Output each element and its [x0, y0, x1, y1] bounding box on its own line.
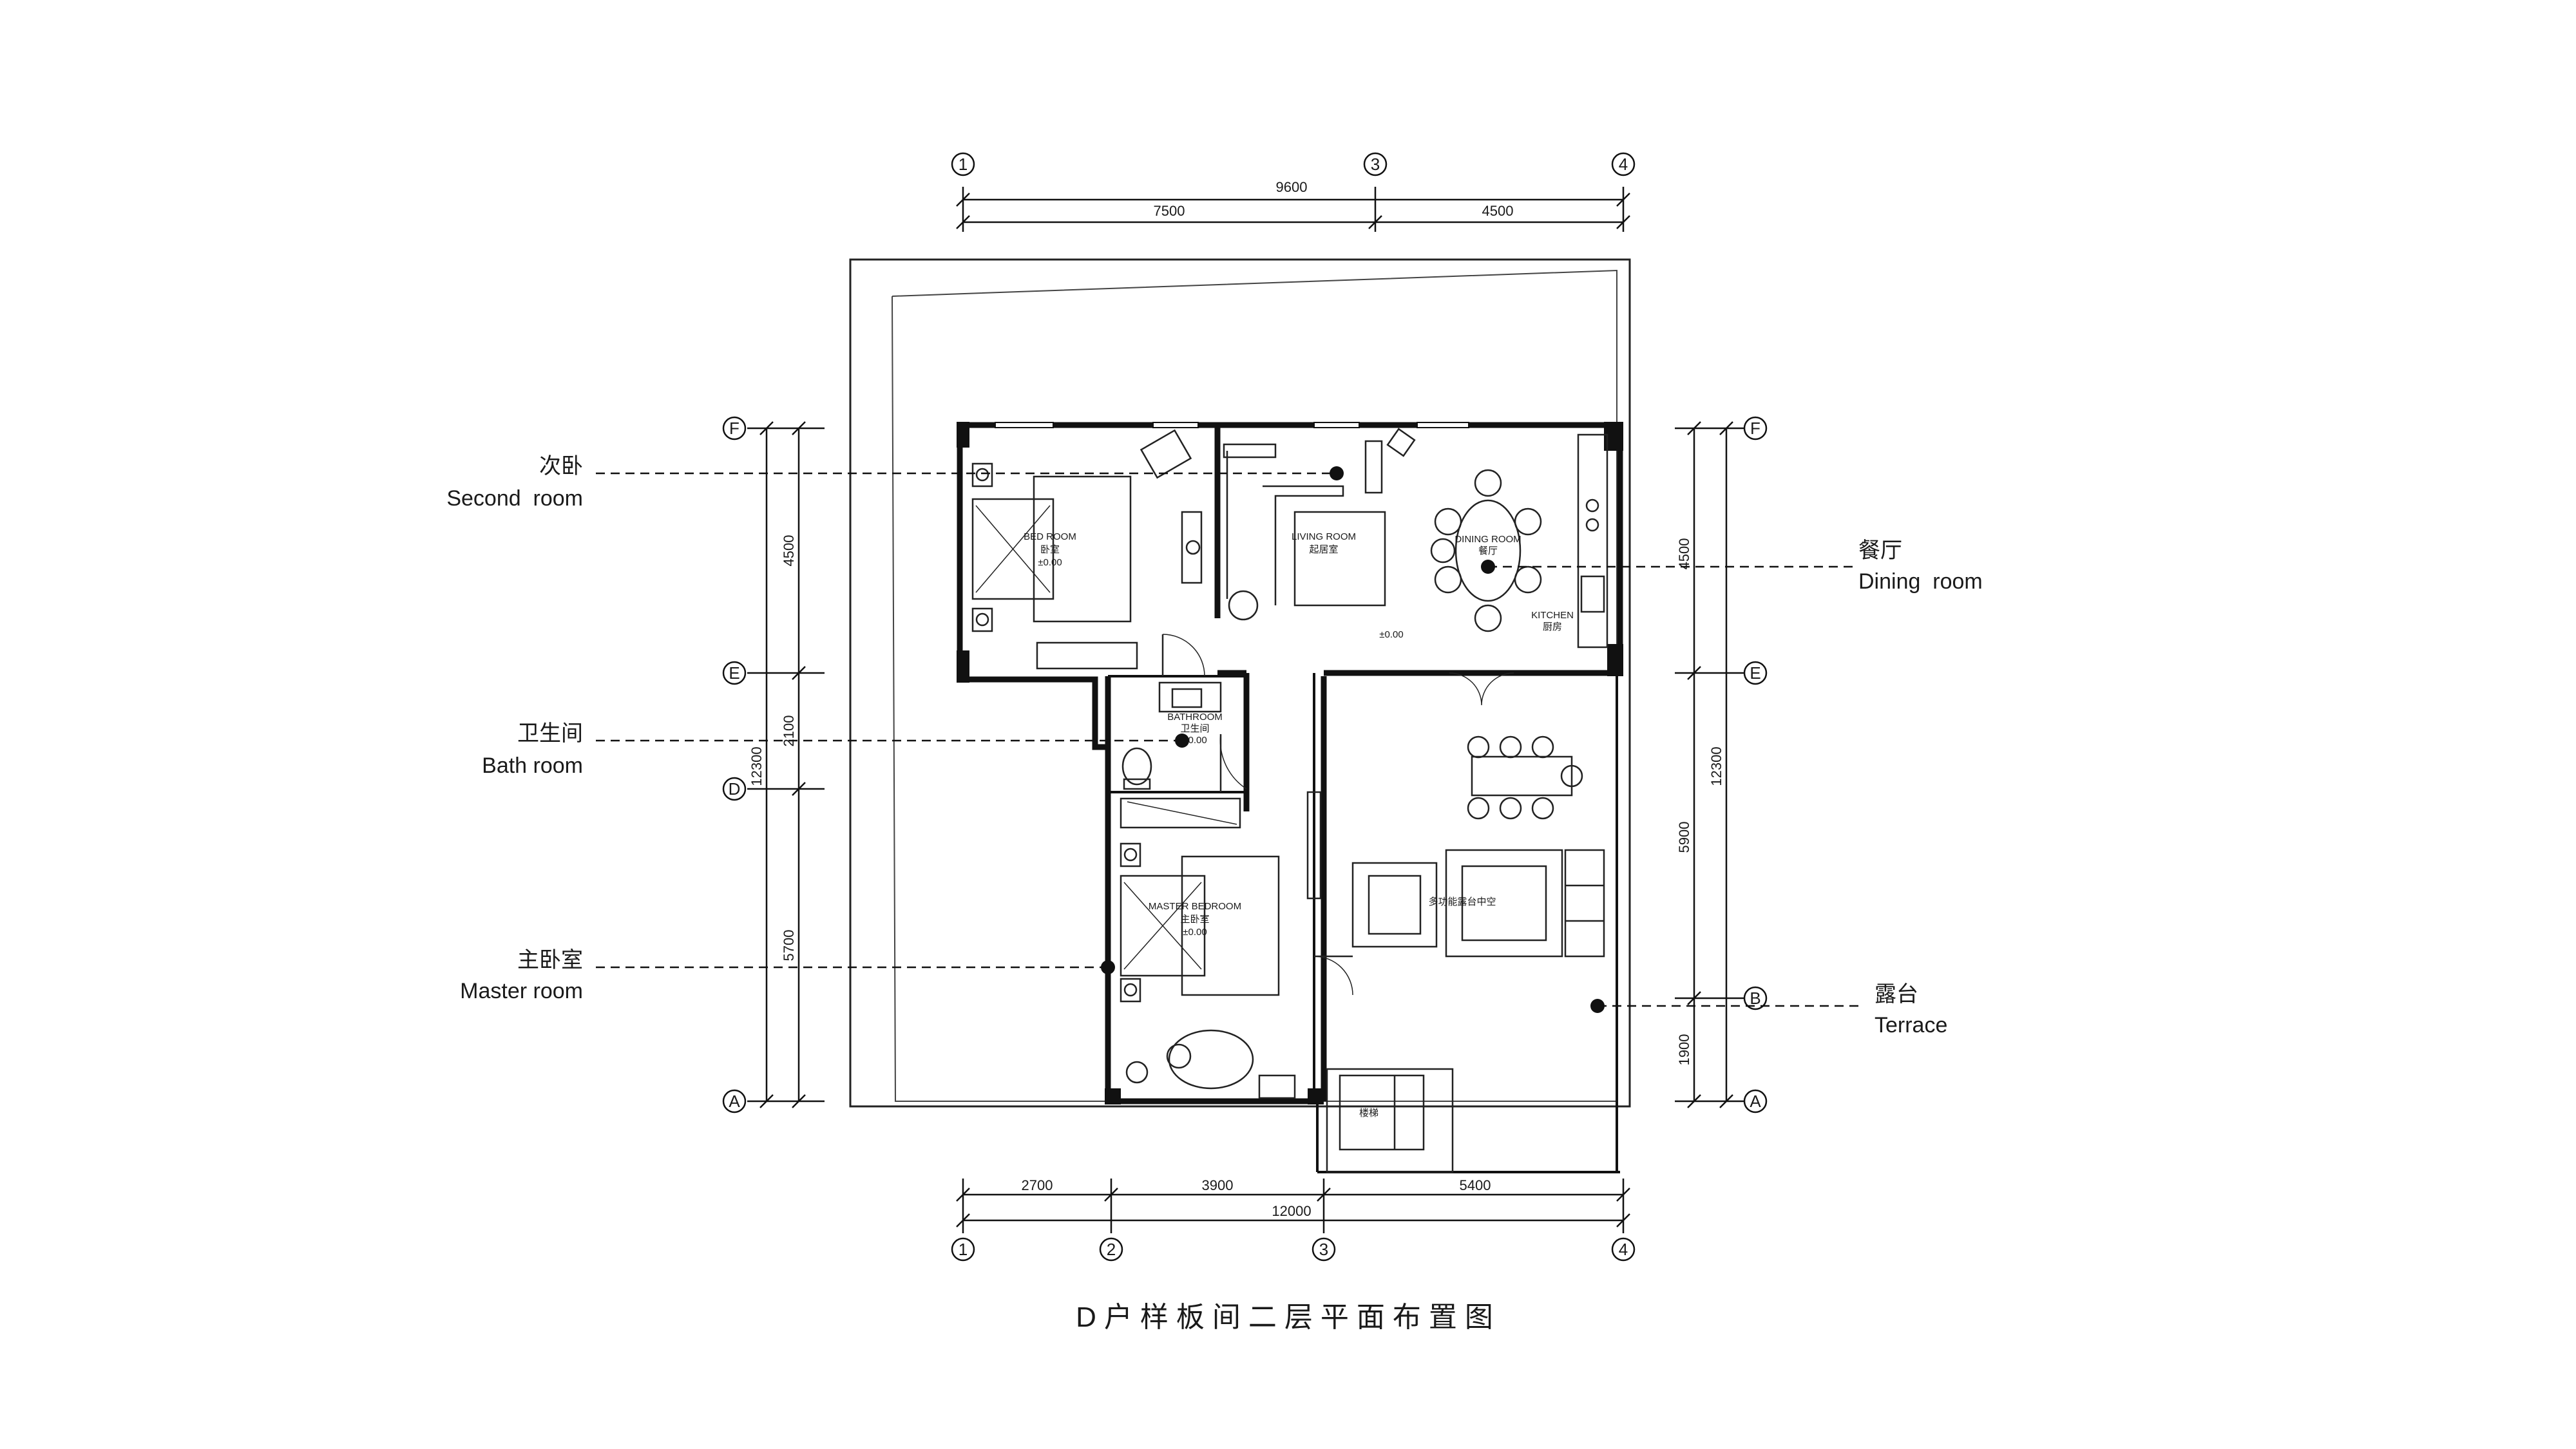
- svg-text:D: D: [729, 779, 741, 799]
- callout-bath-room-cn: 卫生间: [517, 721, 583, 746]
- living-room-furniture: [1223, 428, 1416, 621]
- callout-master-room-en: Master room: [460, 979, 583, 1003]
- left-dimension-chain: [747, 421, 825, 1108]
- dim-right-seg-bottom: 1900: [1676, 1034, 1692, 1066]
- svg-text:F: F: [729, 419, 739, 438]
- axis-bubble-right-A: A: [1743, 1089, 1768, 1113]
- dim-bottom-seg2: 3900: [1202, 1177, 1234, 1193]
- callout-dining-room-en: Dining room: [1858, 569, 1983, 594]
- master-label-cn: 主卧室: [1180, 914, 1209, 925]
- bathroom-level: ±0.00: [1183, 735, 1207, 746]
- living-level: ±0.00: [1379, 629, 1403, 640]
- axis-bubble-top-4: 4: [1611, 152, 1636, 176]
- svg-text:F: F: [1750, 419, 1760, 438]
- dim-left-total: 12300: [749, 746, 765, 786]
- axis-bubble-left-E: E: [722, 661, 747, 685]
- callout-dining-room-cn: 餐厅: [1858, 538, 1902, 563]
- bottom-dimension-chain: [956, 1179, 1630, 1233]
- dim-bottom-seg3: 5400: [1460, 1177, 1491, 1193]
- kitchen-label-en: KITCHEN: [1531, 610, 1574, 621]
- building-walls: [957, 422, 1623, 1104]
- dim-left-seg-top: 4500: [781, 535, 797, 567]
- callout-second-room-en: Second room: [446, 486, 583, 511]
- svg-text:4: 4: [1619, 1240, 1628, 1259]
- svg-text:4: 4: [1619, 155, 1628, 174]
- dining-table-set: [1430, 469, 1542, 632]
- dining-label-cn: 餐厅: [1478, 545, 1498, 556]
- dining-label-en: DINING ROOM: [1455, 534, 1521, 545]
- svg-text:3: 3: [1319, 1240, 1328, 1259]
- axis-bubble-bottom-4: 4: [1611, 1237, 1636, 1262]
- atrium-label: 多功能露台中空: [1428, 896, 1496, 907]
- kitchen-counter: [1577, 433, 1608, 649]
- bathroom-fixtures: [1121, 681, 1247, 792]
- living-label-cn: 起居室: [1309, 544, 1338, 555]
- living-label-en: LIVING ROOM: [1292, 531, 1356, 542]
- dim-left-seg-bottom: 5700: [781, 930, 797, 961]
- axis-bubble-bottom-2: 2: [1099, 1237, 1123, 1262]
- callout-second-room-cn: 次卧: [539, 454, 583, 478]
- bedroom-level: ±0.00: [1038, 557, 1062, 568]
- bedroom-label-en: BED ROOM: [1024, 531, 1076, 542]
- callout-terrace-cn: 露台: [1875, 982, 1918, 1007]
- windows-north: [995, 422, 1469, 428]
- master-label-en: MASTER BEDROOM: [1149, 901, 1241, 912]
- right-dimension-chain: [1675, 421, 1752, 1108]
- svg-text:B: B: [1750, 989, 1760, 1008]
- interior-partitions: [1108, 673, 1620, 1173]
- dim-top-seg2: 4500: [1482, 203, 1514, 219]
- axis-bubble-left-F: F: [722, 416, 747, 440]
- axis-bubble-left-A: A: [722, 1089, 747, 1113]
- drawing-title: D户样板间二层平面布置图: [1076, 1302, 1501, 1333]
- dim-right-seg-mid: 5900: [1676, 822, 1692, 853]
- svg-text:1: 1: [959, 1240, 968, 1259]
- axis-bubble-left-D: D: [722, 777, 747, 801]
- svg-text:1: 1: [959, 155, 968, 174]
- wall-blocks: [957, 422, 1623, 1104]
- stair-block: [1326, 1068, 1454, 1173]
- stair-label: 楼梯: [1359, 1108, 1379, 1119]
- callout-terrace-en: Terrace: [1875, 1013, 1947, 1037]
- axis-bubble-right-F: F: [1743, 416, 1768, 440]
- kitchen-label-cn: 厨房: [1543, 621, 1562, 632]
- callout-bath-room-en: Bath room: [482, 753, 583, 778]
- dim-right-total: 12300: [1708, 746, 1724, 786]
- terrace-furniture: [1351, 672, 1605, 958]
- bathroom-label-en: BATHROOM: [1167, 712, 1223, 723]
- svg-text:E: E: [1750, 663, 1760, 683]
- dim-bottom-total: 12000: [1272, 1203, 1311, 1219]
- svg-text:3: 3: [1371, 155, 1380, 174]
- axis-bubble-bottom-3: 3: [1312, 1237, 1336, 1262]
- top-dimension-chain: [956, 187, 1630, 232]
- second-bedroom-furniture: [971, 429, 1205, 677]
- axis-bubble-top-3: 3: [1363, 152, 1388, 176]
- dim-top-total: 9600: [1276, 179, 1308, 195]
- site-outline: [849, 258, 1631, 1108]
- dim-right-seg-top: 4500: [1676, 538, 1692, 570]
- svg-text:A: A: [1750, 1092, 1761, 1111]
- callout-master-room-cn: 主卧室: [517, 948, 583, 972]
- callout-dots: [1101, 466, 1605, 1013]
- svg-text:A: A: [729, 1092, 740, 1111]
- dim-bottom-seg1: 2700: [1022, 1177, 1053, 1193]
- dim-top-seg1: 7500: [1154, 203, 1185, 219]
- svg-text:2: 2: [1107, 1240, 1116, 1259]
- svg-text:E: E: [729, 663, 739, 683]
- dim-left-seg-mid: 2100: [781, 715, 797, 747]
- master-level: ±0.00: [1183, 927, 1207, 938]
- axis-bubble-right-B: B: [1743, 986, 1768, 1010]
- axis-bubble-top-1: 1: [951, 152, 975, 176]
- axis-bubble-right-E: E: [1743, 661, 1768, 685]
- callout-leaders: [596, 472, 1858, 1007]
- axis-bubble-bottom-1: 1: [951, 1237, 975, 1262]
- master-bedroom-furniture: [1120, 791, 1353, 1099]
- bathroom-label-cn: 卫生间: [1180, 723, 1209, 734]
- bedroom-label-cn: 卧室: [1040, 544, 1060, 555]
